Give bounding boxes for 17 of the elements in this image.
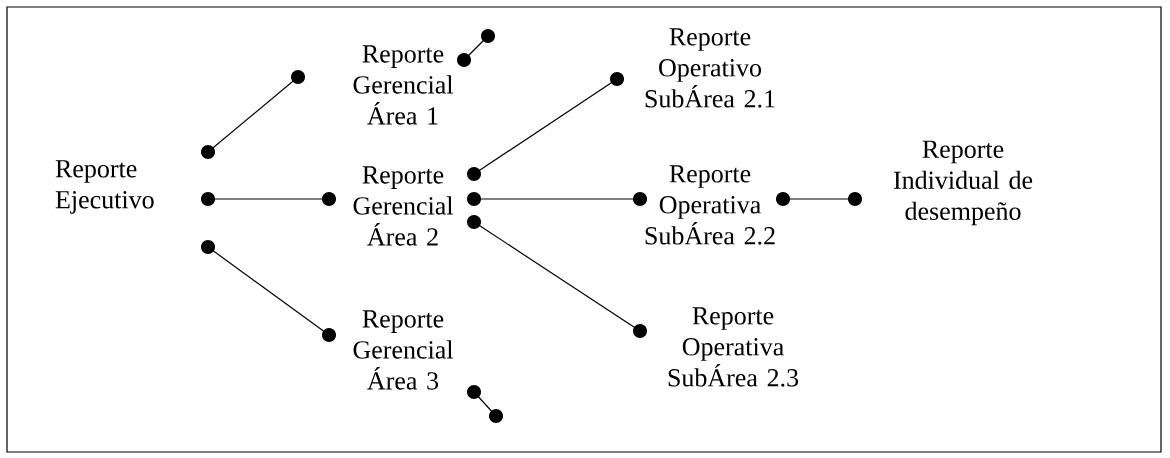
connector-line bbox=[457, 29, 495, 67]
connector-line bbox=[201, 192, 336, 206]
connector-line bbox=[776, 192, 862, 206]
connector-line bbox=[467, 72, 624, 181]
connector-line bbox=[201, 240, 336, 342]
text-label: Reporte Gerencial Área 3 bbox=[353, 310, 453, 390]
text-label: Reporte Operativo SubÁrea 2.1 bbox=[645, 28, 775, 108]
connector-line bbox=[467, 385, 503, 423]
text-label: Reporte Ejecutivo bbox=[55, 160, 154, 214]
connector-line bbox=[467, 192, 647, 206]
connector-line bbox=[201, 70, 305, 159]
text-label: Reporte Operativa SubÁrea 2.3 bbox=[668, 307, 799, 387]
text-label: Reporte Individual de desempeño bbox=[893, 140, 1033, 226]
text-label: Reporte Gerencial Área 1 bbox=[353, 45, 453, 125]
text-label: Reporte Gerencial Área 2 bbox=[353, 166, 453, 246]
connector-line bbox=[467, 215, 647, 338]
text-label: Reporte Operativa SubÁrea 2.2 bbox=[645, 165, 775, 245]
